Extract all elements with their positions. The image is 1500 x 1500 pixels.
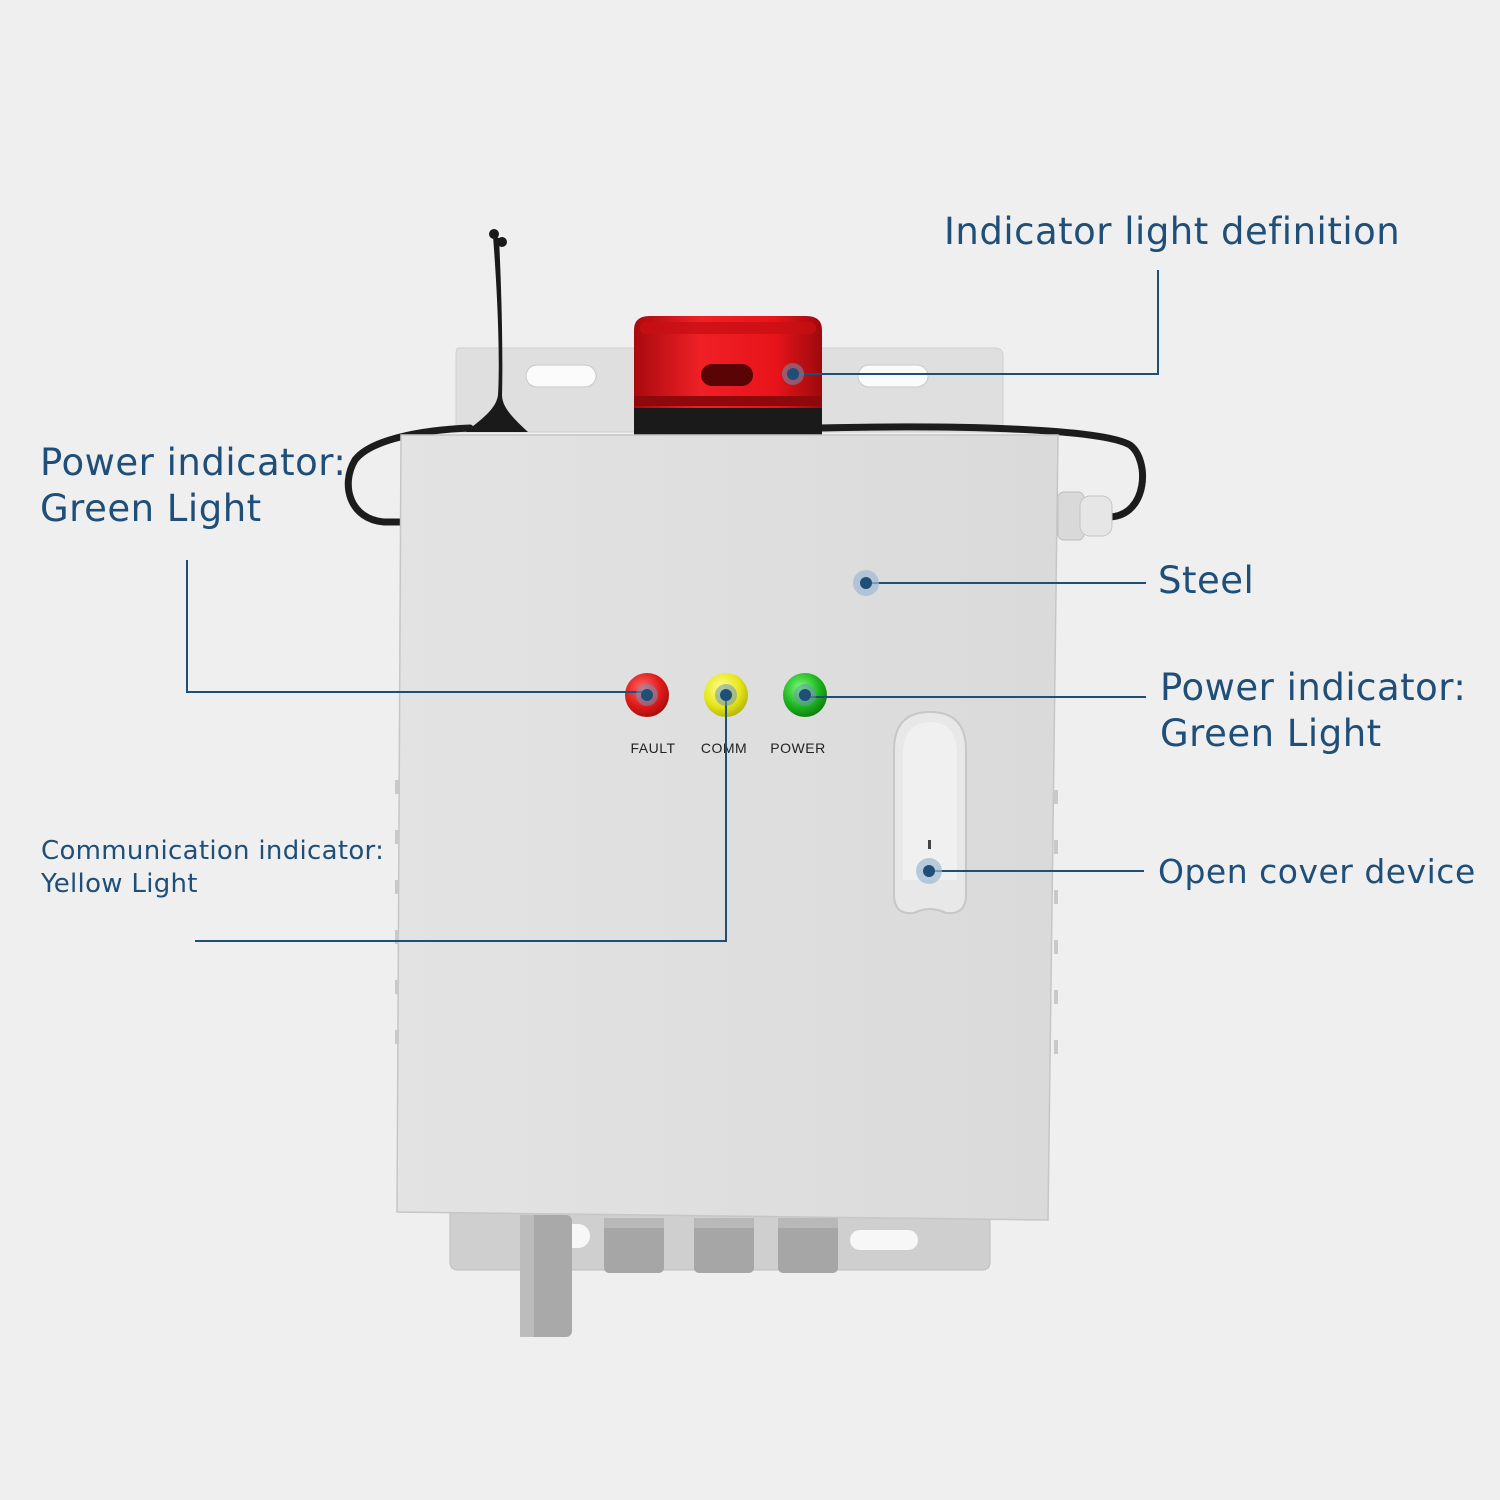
callout-power-right-line2: Green Light bbox=[1160, 712, 1382, 755]
callout-power-right-line1: Power indicator: bbox=[1160, 666, 1467, 709]
marker-open-cover bbox=[916, 858, 942, 884]
door-handle bbox=[893, 710, 967, 915]
callout-open-cover-device: Open cover device bbox=[1158, 852, 1476, 891]
marker-steel bbox=[853, 570, 879, 596]
leader-power-left bbox=[186, 560, 647, 693]
callout-communication-line1: Communication indicator: bbox=[41, 836, 385, 866]
callout-markers bbox=[636, 363, 942, 884]
leader-comm bbox=[195, 695, 727, 942]
comm-panel-label: COMM bbox=[701, 740, 747, 756]
side-cable-gland bbox=[1057, 491, 1113, 541]
antenna bbox=[466, 229, 528, 432]
callout-steel: Steel bbox=[1158, 559, 1255, 602]
callout-power-left-line2: Green Light bbox=[40, 487, 262, 530]
leader-lines bbox=[186, 270, 1159, 942]
callout-communication: Communication indicator: Yellow Light bbox=[41, 835, 384, 901]
leader-indicator-definition bbox=[793, 270, 1159, 375]
cable-glands bbox=[520, 1215, 838, 1337]
power-panel-label: POWER bbox=[770, 740, 825, 756]
cabinet-door bbox=[395, 434, 1059, 1221]
callout-indicator-light-definition: Indicator light definition bbox=[944, 210, 1401, 253]
fault-panel-label: FAULT bbox=[630, 740, 675, 756]
marker-power bbox=[794, 684, 816, 706]
marker-beacon bbox=[782, 363, 804, 385]
callout-communication-line2: Yellow Light bbox=[41, 869, 198, 899]
alarm-beacon bbox=[634, 316, 822, 436]
callout-power-left: Power indicator: Green Light bbox=[40, 440, 346, 532]
marker-fault bbox=[636, 684, 658, 706]
marker-comm bbox=[715, 684, 737, 706]
external-cable bbox=[344, 423, 1146, 526]
callout-power-right: Power indicator: Green Light bbox=[1160, 665, 1466, 757]
callout-power-left-line1: Power indicator: bbox=[40, 441, 347, 484]
